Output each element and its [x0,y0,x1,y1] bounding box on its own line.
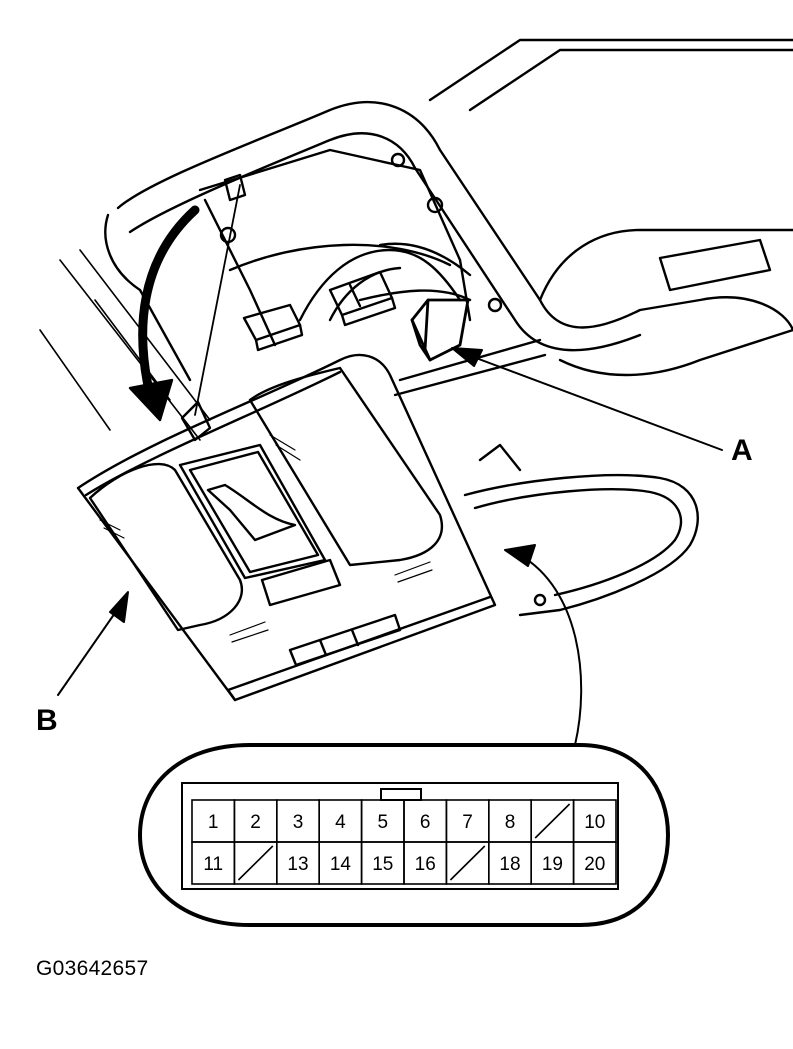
connector-callout-bubble [138,743,670,927]
pin-number-6: 6 [420,812,431,833]
pin-number-5: 5 [378,812,389,833]
leader-line-b [57,591,129,696]
connector-plug-left [242,303,304,352]
callout-label-b: B [36,704,58,737]
pin-number-7: 7 [462,812,473,833]
pin-number-13: 13 [287,854,308,875]
pin-number-18: 18 [499,854,520,875]
connector-plug-center [328,270,397,327]
wire-harness [298,242,472,322]
pin-number-10: 10 [584,812,605,833]
pin-number-1: 1 [208,812,219,833]
pin-number-19: 19 [542,854,563,875]
roof-cavity [198,148,547,397]
overhead-console-b [76,353,497,702]
callout-label-a: A [731,434,753,467]
empty-cavity-slash [534,803,571,839]
connector-a [410,298,470,362]
pin-number-16: 16 [415,854,436,875]
leader-line-a [451,347,723,451]
headliner-lines [39,249,211,441]
pin-number-3: 3 [293,812,304,833]
pin-number-8: 8 [505,812,516,833]
mirror-mount [463,443,699,617]
roof-opening-frame [104,38,793,382]
pin-number-11: 11 [203,854,223,875]
alignment-guide-line [194,184,241,416]
connector-callout-leader [504,544,583,746]
pin-number-14: 14 [330,854,352,875]
removal-direction-arrow [128,205,200,422]
pin-number-15: 15 [372,854,393,875]
pin-cavity-20 [572,841,617,885]
empty-cavity-slash [237,845,274,881]
pin-number-20: 20 [584,854,605,875]
connector-face: 1 2 3 4 5 6 7 8 10 11 13 14 15 16 18 19 20 [181,782,619,890]
pin-number-2: 2 [250,812,261,833]
pin-number-4: 4 [335,812,346,833]
figure-code: G03642657 [36,957,149,980]
empty-cavity-slash [449,845,486,881]
